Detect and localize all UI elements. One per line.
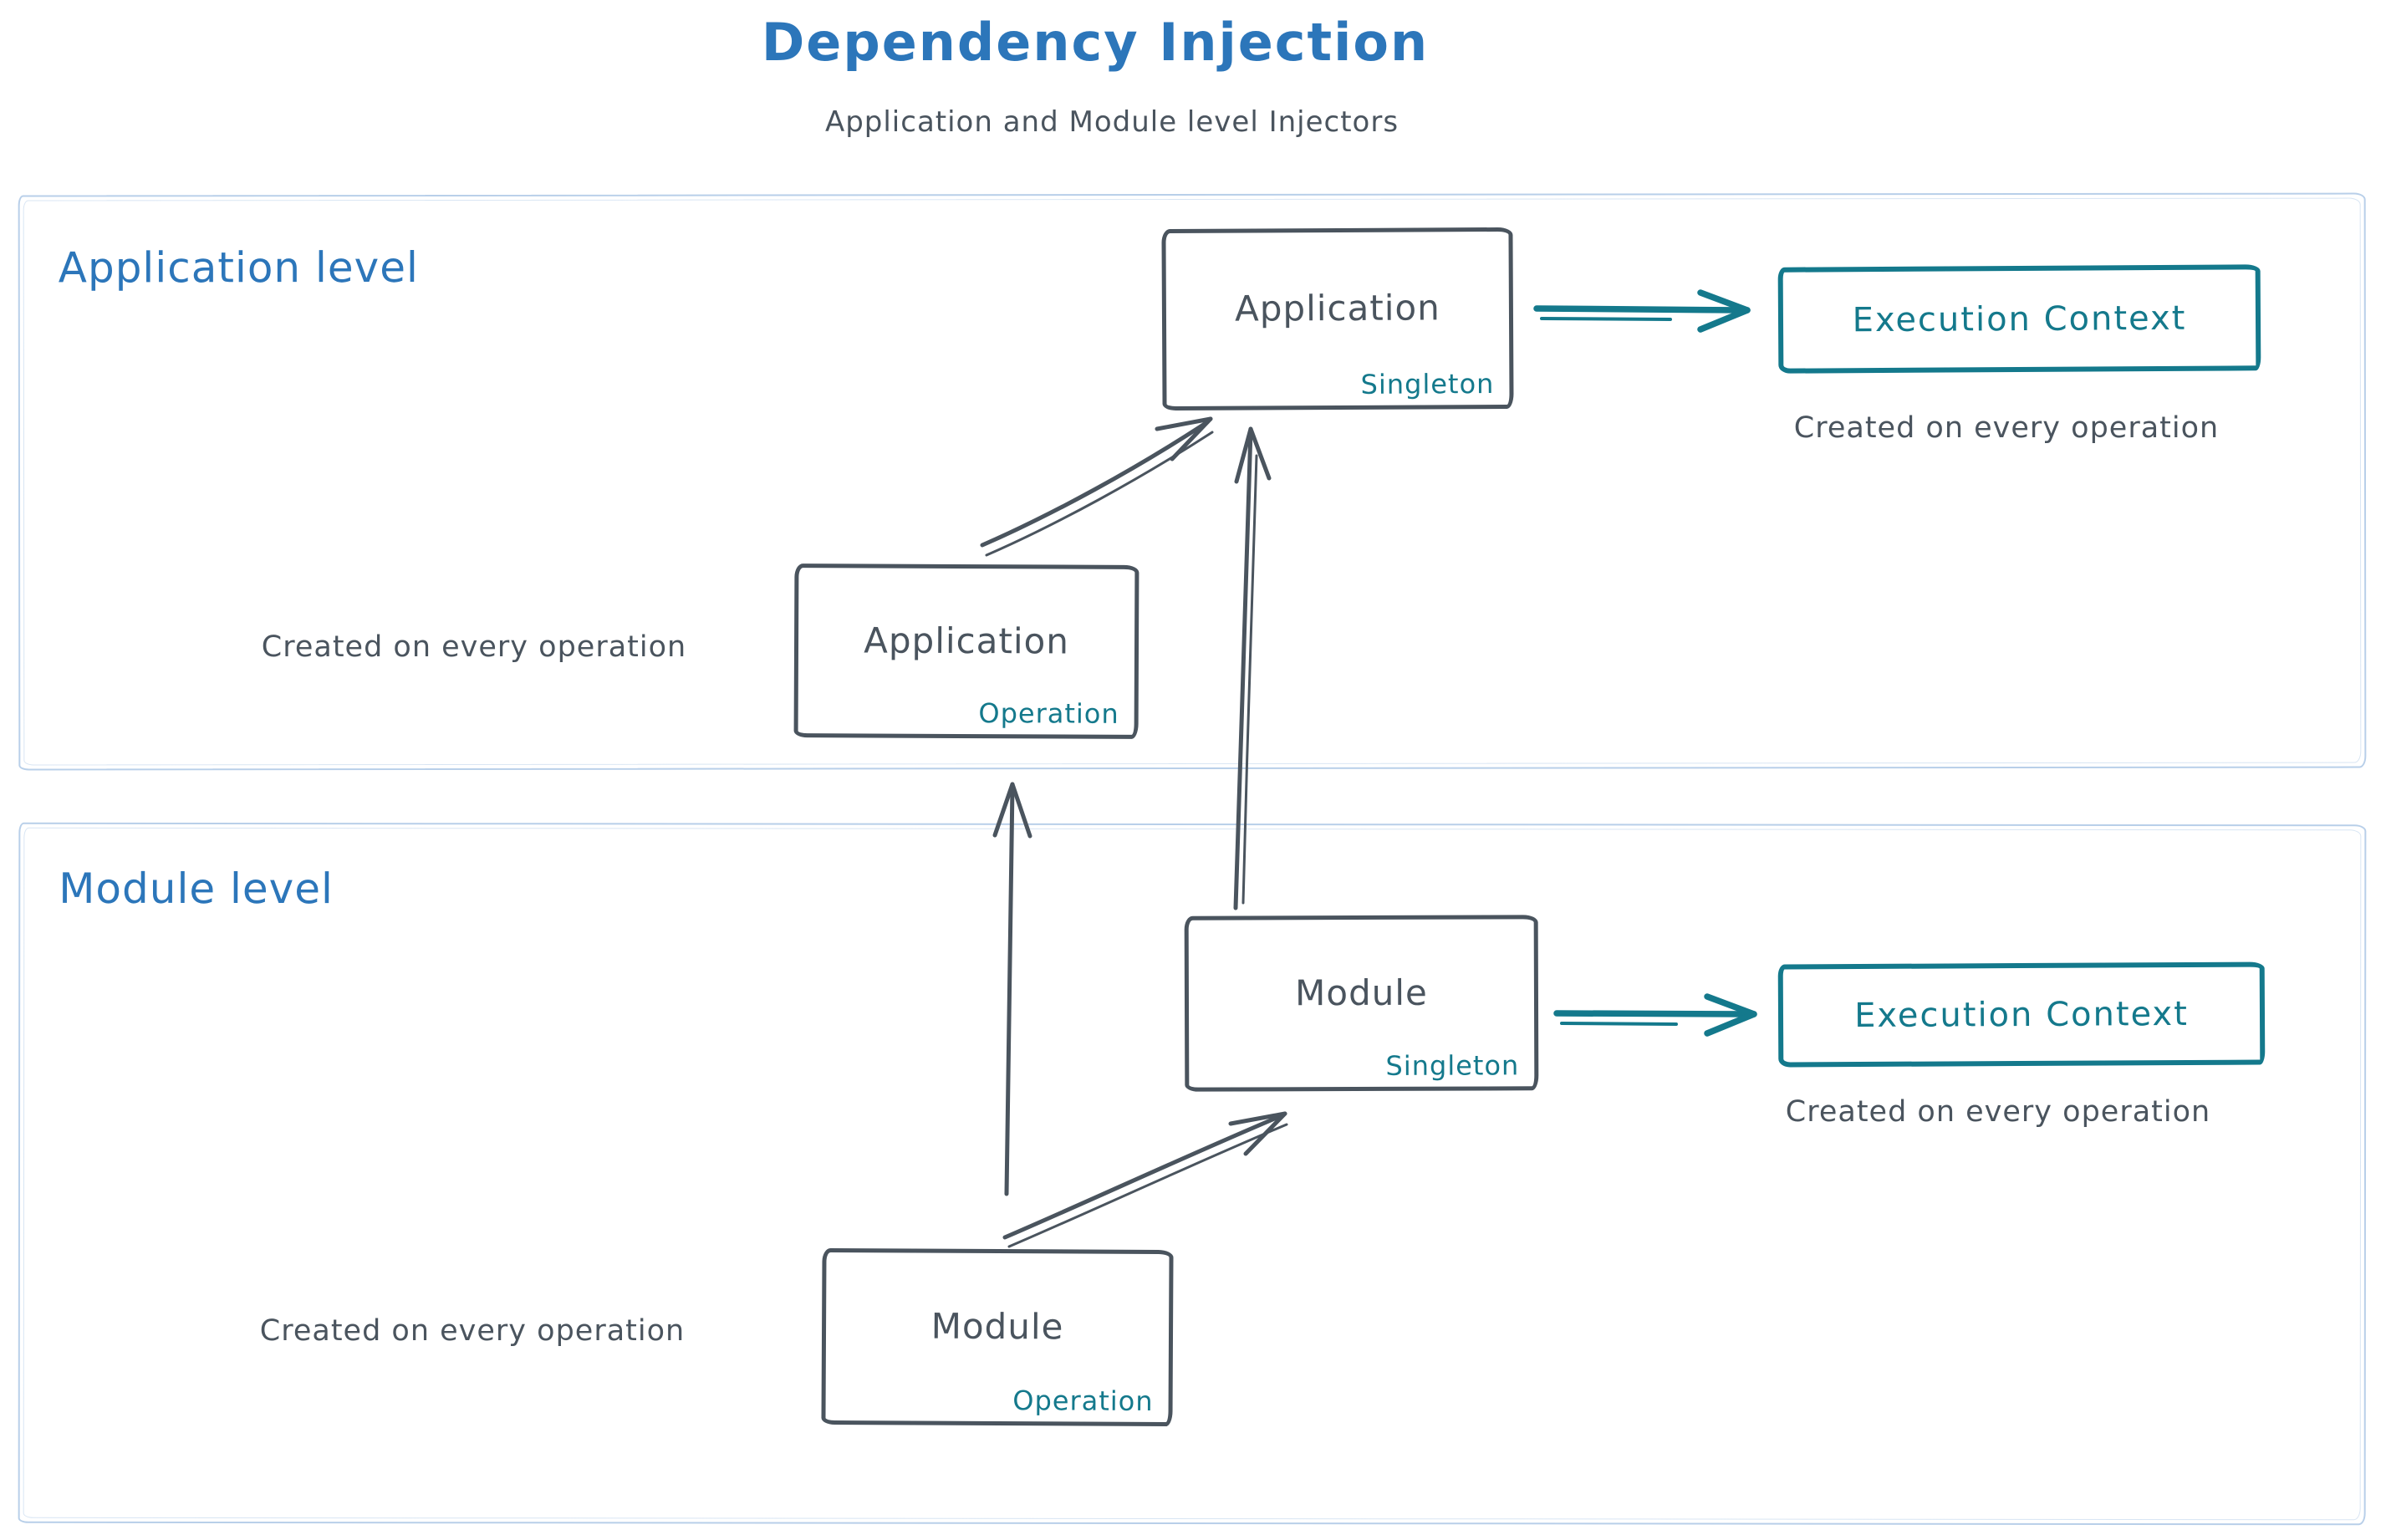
node-module-singleton: Module Singleton [1184,915,1539,1092]
node-label: Application [1234,287,1440,329]
node-sublabel: Singleton [1385,1049,1520,1082]
node-module-operation: Module Operation [821,1247,1174,1427]
caption-module-operation: Created on every operation [259,1314,686,1348]
node-sublabel: Singleton [1360,368,1495,400]
diagram-title: Dependency Injection [761,12,1430,73]
node-application-operation: Application Operation [793,563,1139,739]
node-label: Application [864,619,1069,662]
node-sublabel: Operation [978,697,1119,730]
node-execution-context-module: Execution Context [1777,961,2266,1068]
execution-context-label: Execution Context [1854,994,2189,1035]
execution-context-label: Execution Context [1852,298,2187,339]
caption-execution-context-application: Created on every operation [1793,411,2220,445]
node-sublabel: Operation [1012,1384,1154,1417]
node-execution-context-application: Execution Context [1777,264,2261,374]
module-level-label: Module level [59,864,334,914]
diagram-subtitle: Application and Module level Injectors [824,105,1399,139]
node-label: Module [930,1305,1064,1348]
node-label: Module [1294,971,1428,1013]
application-level-label: Application level [58,242,419,293]
caption-execution-context-module: Created on every operation [1785,1095,2211,1129]
node-application-singleton: Application Singleton [1161,227,1514,411]
caption-application-operation: Created on every operation [261,630,687,664]
